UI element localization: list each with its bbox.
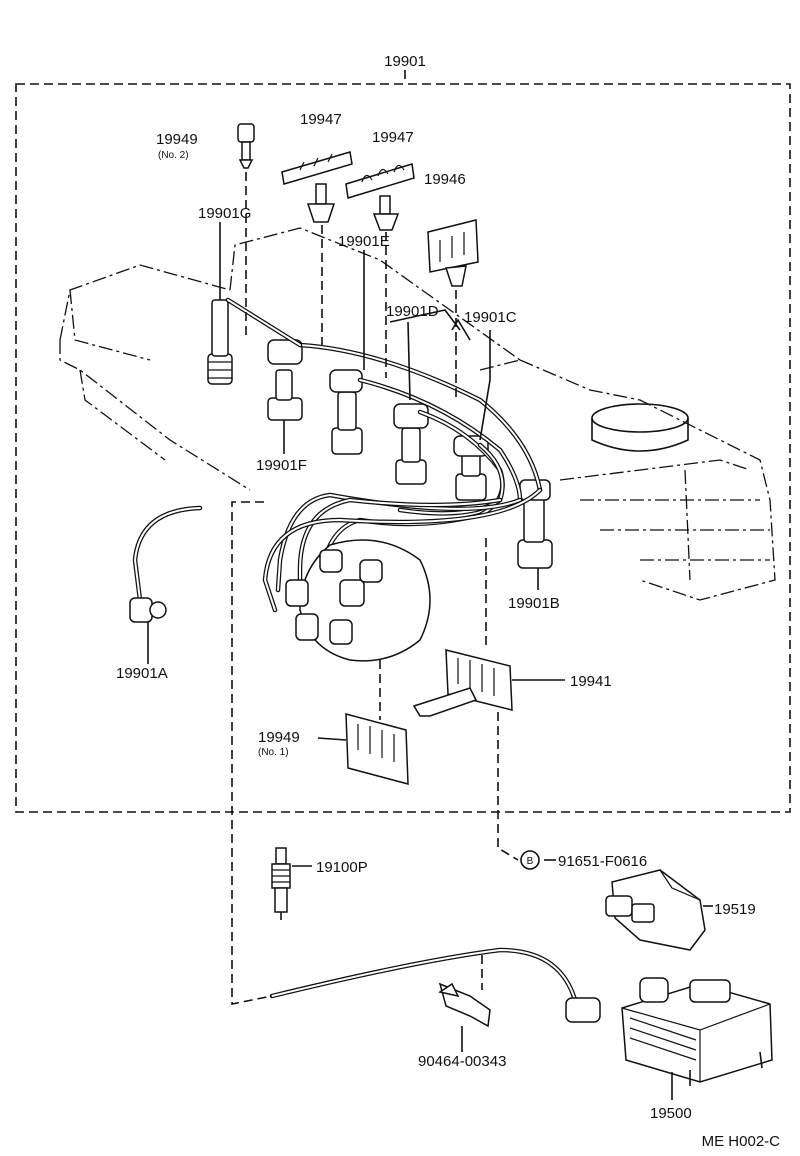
boot-5 (453, 435, 489, 501)
part-label-19901d: 19901D (386, 303, 439, 320)
boot-1 (207, 299, 233, 385)
part-label-19901e: 19901E (338, 233, 390, 250)
assembly-19901-boundary (15, 70, 791, 813)
part-label-19901a: 19901A (116, 665, 168, 682)
part-sublabel-no1: (No. 1) (258, 747, 289, 758)
cord-19901a (129, 505, 203, 623)
engine-outline (59, 227, 776, 601)
part-label-19100p: 19100P (316, 859, 368, 876)
high-tension-cords (225, 297, 543, 613)
part-label-91651: 91651-F0616 (558, 853, 647, 870)
clamp-19949-no2 (237, 123, 255, 169)
coil-cord (269, 947, 601, 1023)
boot-4 (393, 403, 429, 485)
boot-2 (267, 339, 303, 421)
clamp-19947-a (281, 151, 353, 223)
distributor-cap (285, 539, 431, 662)
part-label-19901b: 19901B (508, 595, 560, 612)
clamp-90464 (438, 982, 491, 1028)
part-label-19901c: 19901C (464, 309, 517, 326)
clamp-19941 (412, 649, 513, 717)
igniter-19519 (605, 869, 706, 951)
diagram-code: ME H002-C (702, 1133, 781, 1150)
part-label-19941: 19941 (570, 673, 612, 690)
part-label-19500: 19500 (650, 1105, 692, 1122)
plug-boots (207, 299, 553, 569)
part-label-19901f: 19901F (256, 457, 307, 474)
spark-plug (271, 847, 291, 920)
part-label-19949-no1: 19949 (258, 729, 300, 746)
part-label-90464: 90464-00343 (418, 1053, 506, 1070)
part-label-19519: 19519 (714, 901, 756, 918)
clamp-19947-b (345, 163, 415, 231)
part-label-19947-b: 19947 (372, 129, 414, 146)
bolt-marker-label: B (527, 856, 534, 867)
assembly-number-label: 19901 (384, 53, 426, 70)
part-label-19946: 19946 (424, 171, 466, 188)
part-label-19949-no2: 19949 (156, 131, 198, 148)
part-sublabel-no2: (No. 2) (158, 150, 189, 161)
coil-19500 (621, 977, 773, 1086)
bolt-marker: B (520, 850, 540, 870)
boot-3 (329, 369, 363, 455)
part-label-19901g: 19901G (198, 205, 251, 222)
clamp-19949-no1 (345, 713, 409, 785)
clamp-19946 (427, 219, 479, 287)
leader-lines (147, 172, 713, 1100)
part-label-19947-a: 19947 (300, 111, 342, 128)
boot-6 (517, 479, 553, 569)
